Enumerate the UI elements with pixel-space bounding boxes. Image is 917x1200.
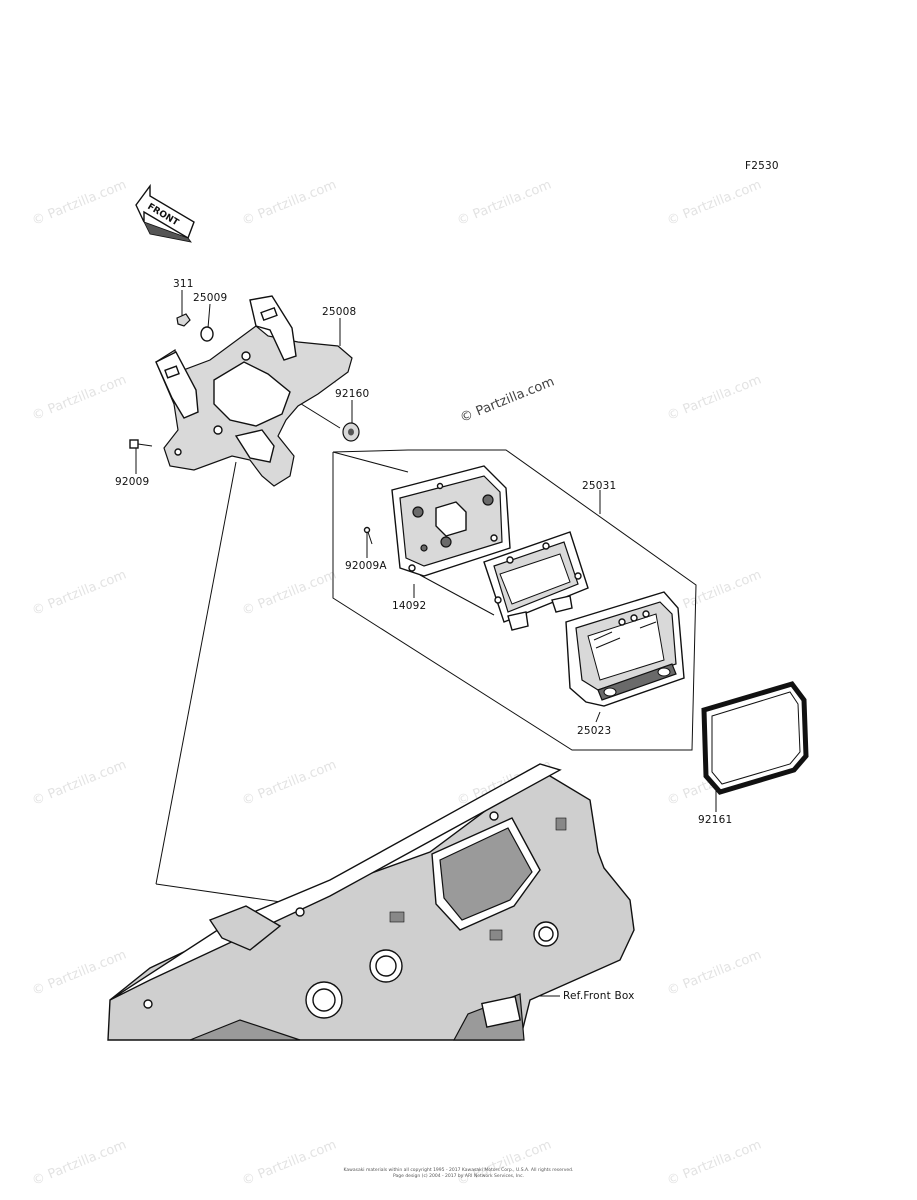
front-box-body [107, 763, 635, 1041]
meter-bracket [155, 295, 353, 487]
copyright-line-1: Kawasaki materials within all copyright … [343, 1168, 574, 1173]
part-label-92160[interactable]: 92160 [335, 388, 370, 400]
part-label-25031[interactable]: 25031 [582, 480, 617, 492]
hardware-parts [129, 313, 373, 545]
part-label-92009[interactable]: 92009 [115, 476, 150, 488]
meter-assy [565, 591, 685, 707]
copyright-line-2: Page design (c) 2004 - 2017 by ARI Netwo… [393, 1174, 524, 1179]
seal-ring [701, 681, 809, 795]
part-label-92161[interactable]: 92161 [698, 814, 733, 826]
washer-25009 [200, 326, 214, 342]
bolt-92009 [129, 439, 153, 449]
part-label-25008[interactable]: 25008 [322, 306, 357, 318]
meter-inner-frame [483, 531, 589, 631]
nut-311 [176, 313, 191, 327]
part-label-311[interactable]: 311 [173, 278, 194, 290]
reference-label: Ref.Front Box [563, 990, 635, 1002]
part-label-25023[interactable]: 25023 [577, 725, 612, 737]
part-label-14092[interactable]: 14092 [392, 600, 427, 612]
figure-code: F2530 [745, 160, 779, 172]
meter-case [391, 465, 511, 577]
front-arrow-icon: FRONT [135, 183, 195, 243]
part-label-25009[interactable]: 25009 [193, 292, 228, 304]
screw-92009A [363, 526, 373, 545]
part-label-92009A[interactable]: 92009A [345, 560, 387, 572]
